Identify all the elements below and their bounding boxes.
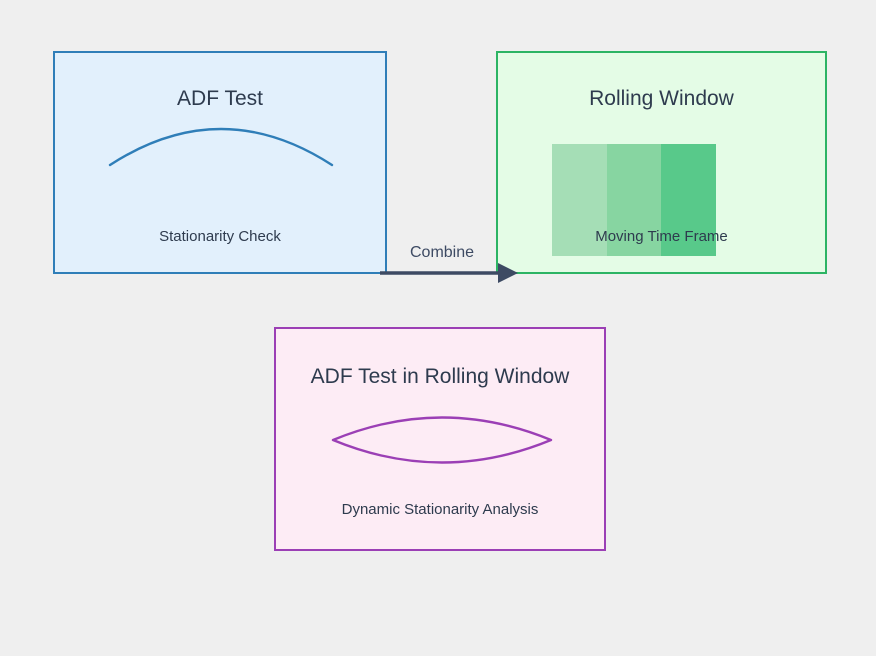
node-rolling-window-caption: Moving Time Frame — [595, 228, 728, 245]
node-adf-test[interactable]: ADF Test Stationarity Check — [53, 51, 387, 274]
node-adf-test-title: ADF Test — [177, 87, 263, 110]
node-combined-title: ADF Test in Rolling Window — [310, 365, 570, 388]
lens-shape-icon — [331, 416, 553, 464]
node-rolling-window[interactable]: Rolling Window Moving Time Frame — [496, 51, 827, 274]
connector-label-combine: Combine — [409, 244, 475, 261]
moving-window-bars-icon — [552, 144, 717, 256]
node-combined[interactable]: ADF Test in Rolling Window Dynamic Stati… — [274, 327, 606, 551]
node-rolling-window-title: Rolling Window — [589, 87, 734, 110]
stationarity-arc-icon — [108, 127, 334, 167]
node-combined-caption: Dynamic Stationarity Analysis — [341, 501, 539, 518]
window-bar-1 — [552, 144, 607, 256]
window-bar-2 — [606, 144, 662, 256]
window-bar-3 — [661, 144, 717, 256]
node-adf-test-caption: Stationarity Check — [159, 228, 281, 245]
connector-arrow-combine — [380, 263, 518, 283]
